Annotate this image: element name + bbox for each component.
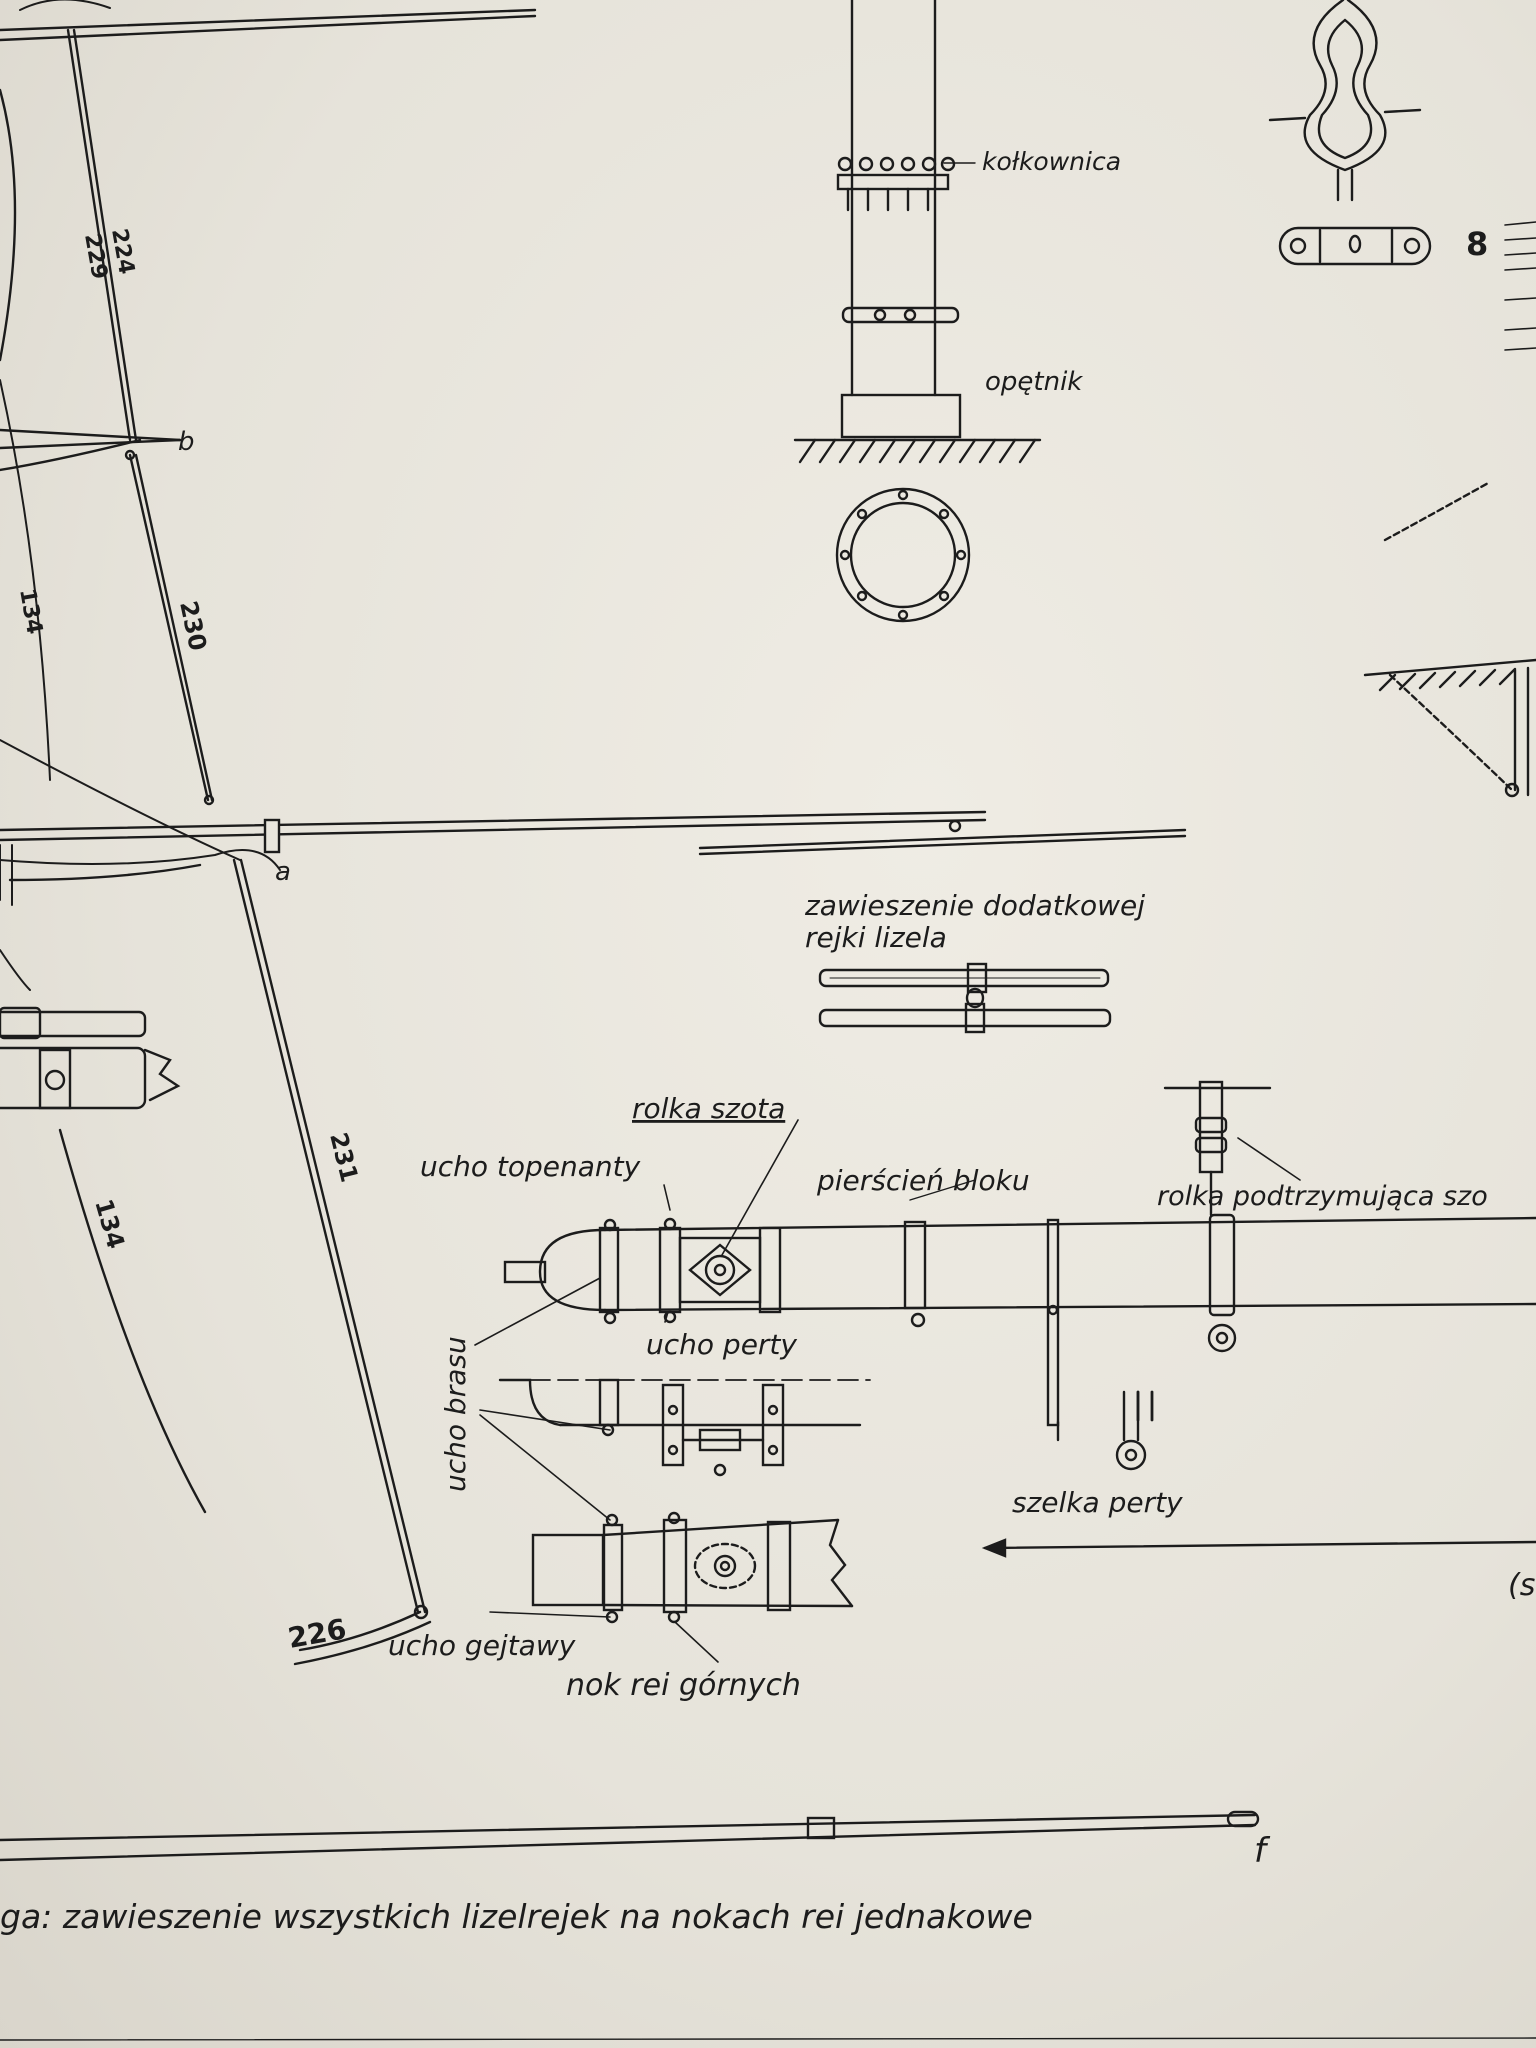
yardarm-main-view (503, 1080, 1536, 1471)
sheet-bottom-edge (0, 2037, 1536, 2041)
number-231: 231 (324, 1130, 363, 1185)
number-134-top: 134 (14, 587, 47, 637)
label-paren-fragment: (s (1508, 1568, 1535, 1603)
bottom-yard-f (0, 1810, 1260, 1862)
figure-eight-fitting (1268, 0, 1536, 351)
label-ucho-brasu: ucho brasu (439, 1336, 472, 1492)
label-rolka-podtrzymujaca: rolka podtrzymująca szo (1157, 1181, 1488, 1212)
label-nok-rei-gornych: nok rei górnych (566, 1668, 801, 1703)
left-mast-rigging (0, 0, 1187, 1666)
mast-with-pin-rail (793, 0, 1042, 464)
letter-a: a (275, 857, 291, 887)
yardarm-lower-view (531, 1511, 854, 1624)
number-8: 8 (1466, 225, 1488, 263)
number-134-bottom: 134 (89, 1196, 130, 1252)
label-zawieszenie-1: zawieszenie dodatkowej (804, 889, 1145, 922)
footer-note: ga: zawieszenie wszystkich lizelrejek na… (0, 1897, 1033, 1936)
studding-sail-yard-suspension (818, 962, 1112, 1034)
chain-details (1363, 480, 1536, 798)
label-ucho-gejtawy: ucho gejtawy (388, 1629, 576, 1662)
label-pierscien-bloku: pierścień bloku (816, 1164, 1030, 1197)
yardarm-plan-view (498, 1378, 871, 1477)
number-230: 230 (174, 598, 212, 653)
label-zawieszenie-2: rejki lizela (805, 921, 947, 954)
label-rolka-szota: rolka szota (632, 1092, 785, 1125)
leader-lines (474, 1119, 1301, 1663)
label-opetnik: opętnik (985, 367, 1083, 397)
label-ucho-topenanty: ucho topenanty (420, 1150, 641, 1183)
letter-b: b (178, 427, 195, 457)
letter-f: f (1254, 1831, 1271, 1871)
text-layer: kołkownica opętnik zawieszenie dodatkowe… (0, 147, 1535, 1936)
number-226: 226 (285, 1612, 348, 1655)
label-ucho-perty: ucho perty (646, 1328, 797, 1361)
porthole-ring (835, 487, 971, 623)
direction-arrow (981, 1538, 1536, 1558)
label-kolkownica: kołkownica (982, 147, 1121, 176)
label-szelka-perty: szelka perty (1012, 1486, 1183, 1519)
